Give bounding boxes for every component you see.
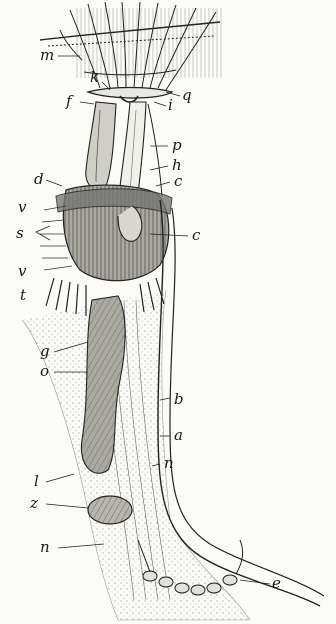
label-f: f <box>65 92 74 110</box>
label-e: e <box>272 574 281 592</box>
label-c-upper: c <box>174 172 183 190</box>
label-v-upper: v <box>18 198 27 216</box>
label-s: s <box>16 224 24 242</box>
label-l: l <box>34 472 39 490</box>
label-m: m <box>40 46 54 64</box>
label-k: k <box>90 68 99 86</box>
body-wall <box>22 290 250 620</box>
label-p: p <box>172 136 182 154</box>
label-o: o <box>40 362 49 380</box>
label-g: g <box>40 342 50 360</box>
label-v-lower: v <box>18 262 27 280</box>
label-z: z <box>29 494 38 512</box>
label-d: d <box>34 170 44 188</box>
oral-ring <box>88 88 172 103</box>
label-a: a <box>174 426 183 444</box>
label-n-right: n <box>164 454 174 472</box>
label-b: b <box>174 390 184 408</box>
label-q: q <box>182 86 192 104</box>
label-t: t <box>20 286 27 304</box>
esophagus <box>86 102 116 189</box>
funiculus-line <box>148 104 162 196</box>
label-i: i <box>168 96 173 114</box>
label-n-left: n <box>40 538 50 556</box>
label-c-right: c <box>192 226 201 244</box>
